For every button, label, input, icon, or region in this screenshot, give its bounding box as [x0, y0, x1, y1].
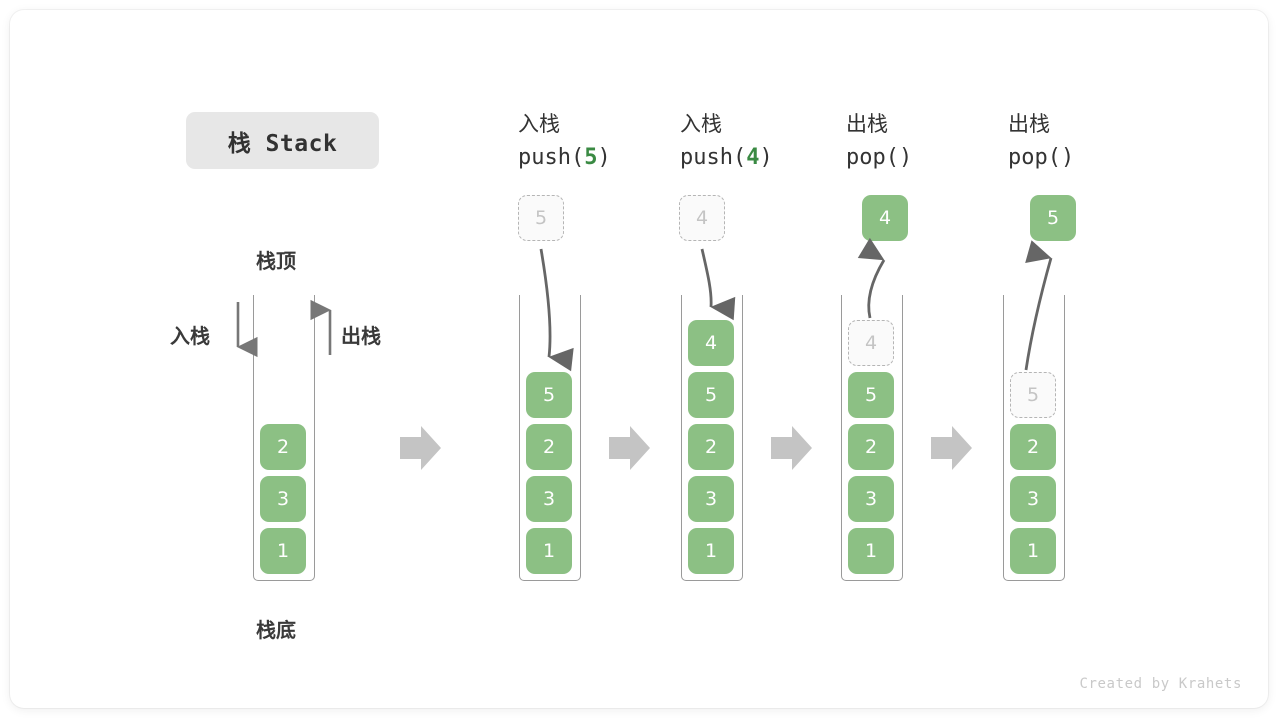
operation-header-pop-1: 出栈 pop()	[846, 107, 912, 175]
operation-code-prefix: push(	[518, 145, 585, 170]
stack-ghost-cell: 4	[848, 320, 894, 366]
stack-cell: 1	[848, 528, 894, 574]
floating-ghost-cell: 5	[518, 195, 564, 241]
stack-top-label: 栈顶	[256, 249, 296, 273]
stack-cell: 1	[688, 528, 734, 574]
stack-ghost-cell: 5	[1010, 372, 1056, 418]
operation-code: pop()	[1008, 141, 1074, 175]
operation-code-suffix: )	[597, 145, 611, 170]
push-direction-label: 入栈	[170, 324, 210, 348]
stack-container-initial	[253, 295, 315, 581]
operation-cn-label: 出栈	[846, 112, 888, 136]
operation-cn-label: 出栈	[1008, 112, 1050, 136]
stack-container-after-push-4	[681, 295, 743, 581]
credit-text: Created by Krahets	[1079, 676, 1242, 692]
operation-code-prefix: push(	[680, 145, 747, 170]
stack-container-after-push-5	[519, 295, 581, 581]
stack-cell: 5	[688, 372, 734, 418]
stack-cell: 1	[260, 528, 306, 574]
operation-code: push(4)	[680, 141, 773, 175]
stack-container-after-pop-4	[841, 295, 903, 581]
operation-code: pop()	[846, 141, 912, 175]
operation-header-push-4: 入栈 push(4)	[680, 107, 773, 175]
pop-direction-label: 出栈	[341, 324, 381, 348]
operation-cn-label: 入栈	[680, 112, 722, 136]
operation-cn-label: 入栈	[518, 112, 560, 136]
stack-cell: 1	[1010, 528, 1056, 574]
stack-container-after-pop-5	[1003, 295, 1065, 581]
stack-cell: 3	[260, 476, 306, 522]
operation-header-push-5: 入栈 push(5)	[518, 107, 611, 175]
operation-code-prefix: pop(	[846, 145, 899, 170]
operation-code-arg: 4	[746, 145, 760, 170]
floating-popped-cell: 4	[862, 195, 908, 241]
stack-cell: 3	[848, 476, 894, 522]
operation-code-suffix: )	[1060, 145, 1075, 170]
stack-cell: 2	[848, 424, 894, 470]
stack-cell: 3	[526, 476, 572, 522]
operation-code-prefix: pop(	[1008, 145, 1061, 170]
stack-cell: 2	[526, 424, 572, 470]
stack-bottom-label: 栈底	[256, 618, 296, 642]
stack-cell: 2	[260, 424, 306, 470]
stack-cell: 1	[526, 528, 572, 574]
stack-cell: 4	[688, 320, 734, 366]
floating-ghost-cell: 4	[679, 195, 725, 241]
floating-popped-cell: 5	[1030, 195, 1076, 241]
page-title: 栈 Stack	[186, 112, 379, 169]
stack-cell: 3	[688, 476, 734, 522]
stack-cell: 5	[526, 372, 572, 418]
operation-code: push(5)	[518, 141, 611, 175]
operation-code-suffix: )	[759, 145, 773, 170]
stack-cell: 3	[1010, 476, 1056, 522]
operation-code-suffix: )	[898, 145, 913, 170]
stack-cell: 5	[848, 372, 894, 418]
operation-header-pop-2: 出栈 pop()	[1008, 107, 1074, 175]
operation-code-arg: 5	[584, 145, 598, 170]
stack-cell: 2	[688, 424, 734, 470]
stack-cell: 2	[1010, 424, 1056, 470]
